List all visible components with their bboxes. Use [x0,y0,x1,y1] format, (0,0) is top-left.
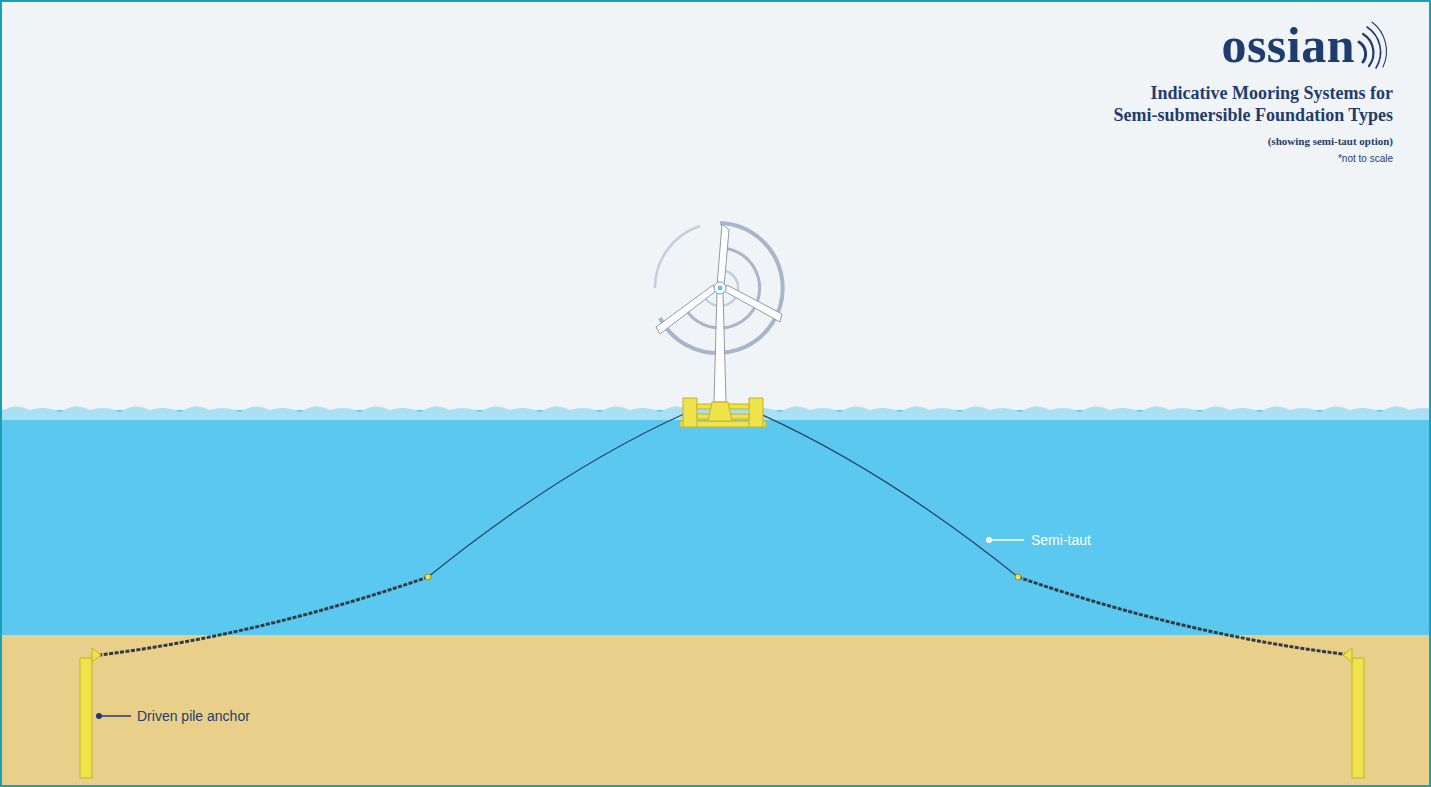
sky [0,0,1431,420]
pile-anchor [1343,648,1364,778]
logo-waves [1355,20,1393,72]
logo-wordmark: ossian [1221,20,1355,70]
mooring-line [428,413,686,577]
logo: ossian [1221,20,1393,70]
subtitle: (showing semi-taut option) [1268,135,1393,147]
anchor-chain [100,577,428,655]
line-connector [1015,574,1021,580]
diagram-title: Indicative Mooring Systems for Semi-subm… [1111,82,1393,126]
callout-label: Semi-taut [1031,531,1091,549]
turbine-hub [714,282,726,294]
mooring-line [758,413,1018,577]
leader-line [100,715,131,717]
pile-anchor [80,648,101,778]
line-connector [425,574,431,580]
callout-label: Driven pile anchor [137,707,250,725]
leader-dot [986,537,992,543]
seabed [0,635,1431,787]
turbine-hub [718,286,723,291]
scale-note: *not to scale [1338,153,1393,164]
sea [0,410,1431,640]
semi-submersible-platform [680,398,766,427]
turbine-tower [714,292,726,402]
leader-dot [96,713,102,719]
leader-line [990,539,1024,541]
anchor-chain [1018,577,1350,655]
header-block: ossian Indicative Mooring Systems for Se… [1111,20,1393,164]
turbine-blades [656,224,782,334]
